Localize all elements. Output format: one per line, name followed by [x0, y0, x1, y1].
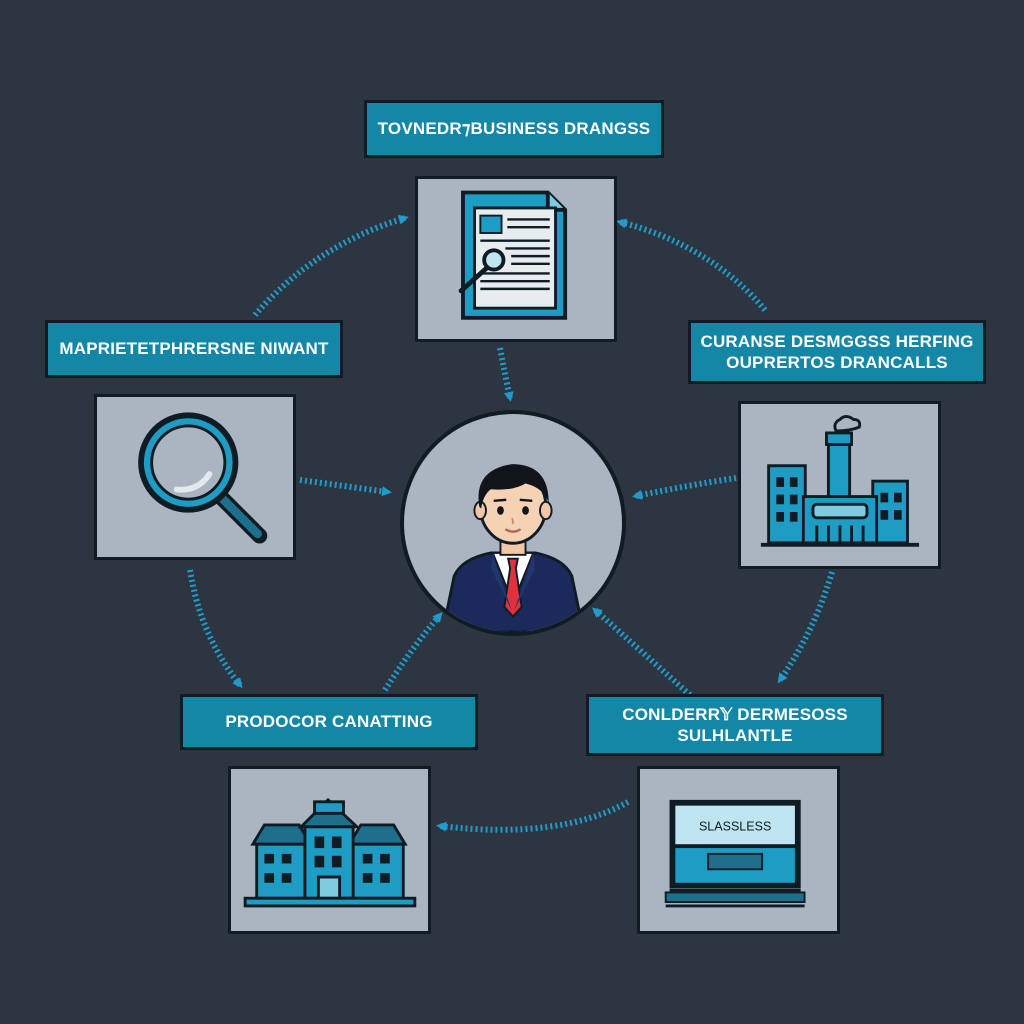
arrow-bottomleft-to-center	[382, 611, 443, 692]
tile-right-factory	[738, 401, 941, 569]
arrow-bottomright-to-center	[592, 607, 693, 698]
document-icon	[458, 190, 568, 320]
magnifier-icon	[138, 412, 268, 544]
arrow-left-to-bottomleft	[187, 569, 243, 689]
label-bottom-right-line1: CONLDERR𝕐 DERMESOSS	[622, 704, 848, 724]
arrow-bottomright-to-bottomleft	[436, 799, 630, 833]
label-right-line1: CURANSE DESMGGSS HERFING	[700, 331, 974, 351]
label-bottom-right: CONLDERR𝕐 DERMESOSS SULHLANTLE	[586, 694, 884, 756]
label-top: TOVNEDR⁊BUSINESS DRANGSS	[364, 100, 664, 158]
arrow-right-to-bottomright	[777, 571, 835, 684]
label-right-line2: OUPRERTOS DRANCALLS	[726, 353, 948, 372]
arrow-right-to-top	[616, 218, 768, 312]
arrow-top-to-center	[497, 347, 514, 402]
label-left-text: MAPRIETETPHRERSNE NIWANT	[59, 339, 329, 359]
label-bottom-right-line2: SULHLANTLE	[677, 726, 793, 745]
tile-bottom-left-building	[228, 766, 431, 934]
arrow-left-to-top	[252, 214, 409, 317]
label-top-text: TOVNEDR⁊BUSINESS DRANGSS	[377, 119, 651, 139]
tile-top-document	[415, 176, 617, 342]
tile-left-magnifier	[94, 394, 296, 560]
screen-text: SLASSLESS	[699, 820, 771, 834]
arrow-right-to-center	[632, 475, 737, 500]
label-left: MAPRIETETPHRERSNE NIWANT	[45, 320, 343, 378]
factory-icon	[760, 415, 920, 547]
arrow-left-to-center	[299, 477, 392, 497]
screen-icon: SLASSLESS	[664, 799, 806, 908]
label-right: CURANSE DESMGGSS HERFING OUPRERTOS DRANC…	[688, 320, 986, 384]
building-icon	[243, 797, 417, 908]
label-bottom-left: PRODOCOR CANATTING	[180, 694, 478, 750]
tile-bottom-right-screen: SLASSLESS	[637, 766, 840, 934]
center-avatar	[400, 410, 626, 636]
businessman-avatar	[441, 464, 585, 632]
label-bottom-left-text: PRODOCOR CANATTING	[225, 712, 433, 732]
